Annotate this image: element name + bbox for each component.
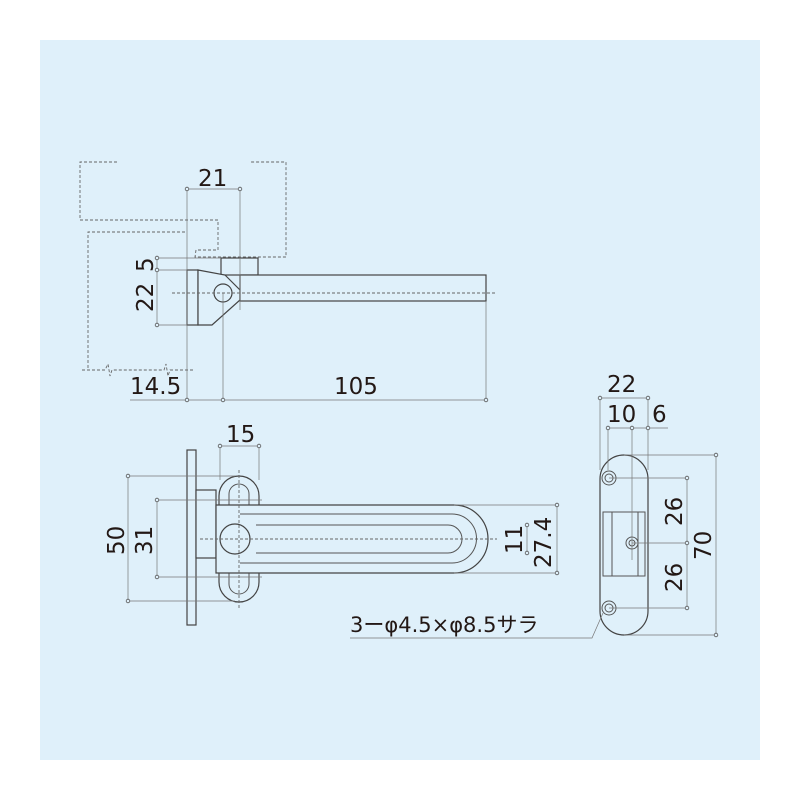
dim-5: 5 — [133, 257, 159, 272]
base-plate — [186, 269, 199, 326]
dim-22-plate: 22 — [607, 372, 636, 398]
dim-10: 10 — [607, 402, 636, 428]
dim-14-5: 14.5 — [130, 374, 181, 400]
dim-70: 70 — [691, 531, 717, 560]
guard-knob — [220, 257, 259, 276]
plate-view: 22 10 6 26 26 70 3ーφ4.5×φ8.5サラ — [350, 372, 719, 639]
top-view: 21 5 22 14.5 105 — [79, 161, 495, 403]
dim-26-lower: 26 — [662, 563, 688, 592]
dim-50: 50 — [104, 526, 130, 555]
front-view: 15 50 31 11 27.4 — [104, 422, 560, 626]
dim-21: 21 — [198, 166, 227, 192]
dim-26-upper: 26 — [662, 497, 688, 526]
dim-31: 31 — [132, 526, 158, 555]
wall-break-line — [82, 362, 194, 377]
guard-arm — [239, 274, 487, 302]
dim-22: 22 — [133, 283, 159, 312]
dim-11: 11 — [502, 525, 528, 554]
dim-15: 15 — [226, 422, 255, 448]
hole-note: 3ーφ4.5×φ8.5サラ — [350, 613, 538, 637]
dim-6: 6 — [652, 402, 667, 428]
wall-outline — [87, 231, 185, 370]
door-frame-outline — [79, 161, 287, 258]
dim-27-4: 27.4 — [531, 517, 557, 568]
dim-105: 105 — [334, 374, 378, 400]
